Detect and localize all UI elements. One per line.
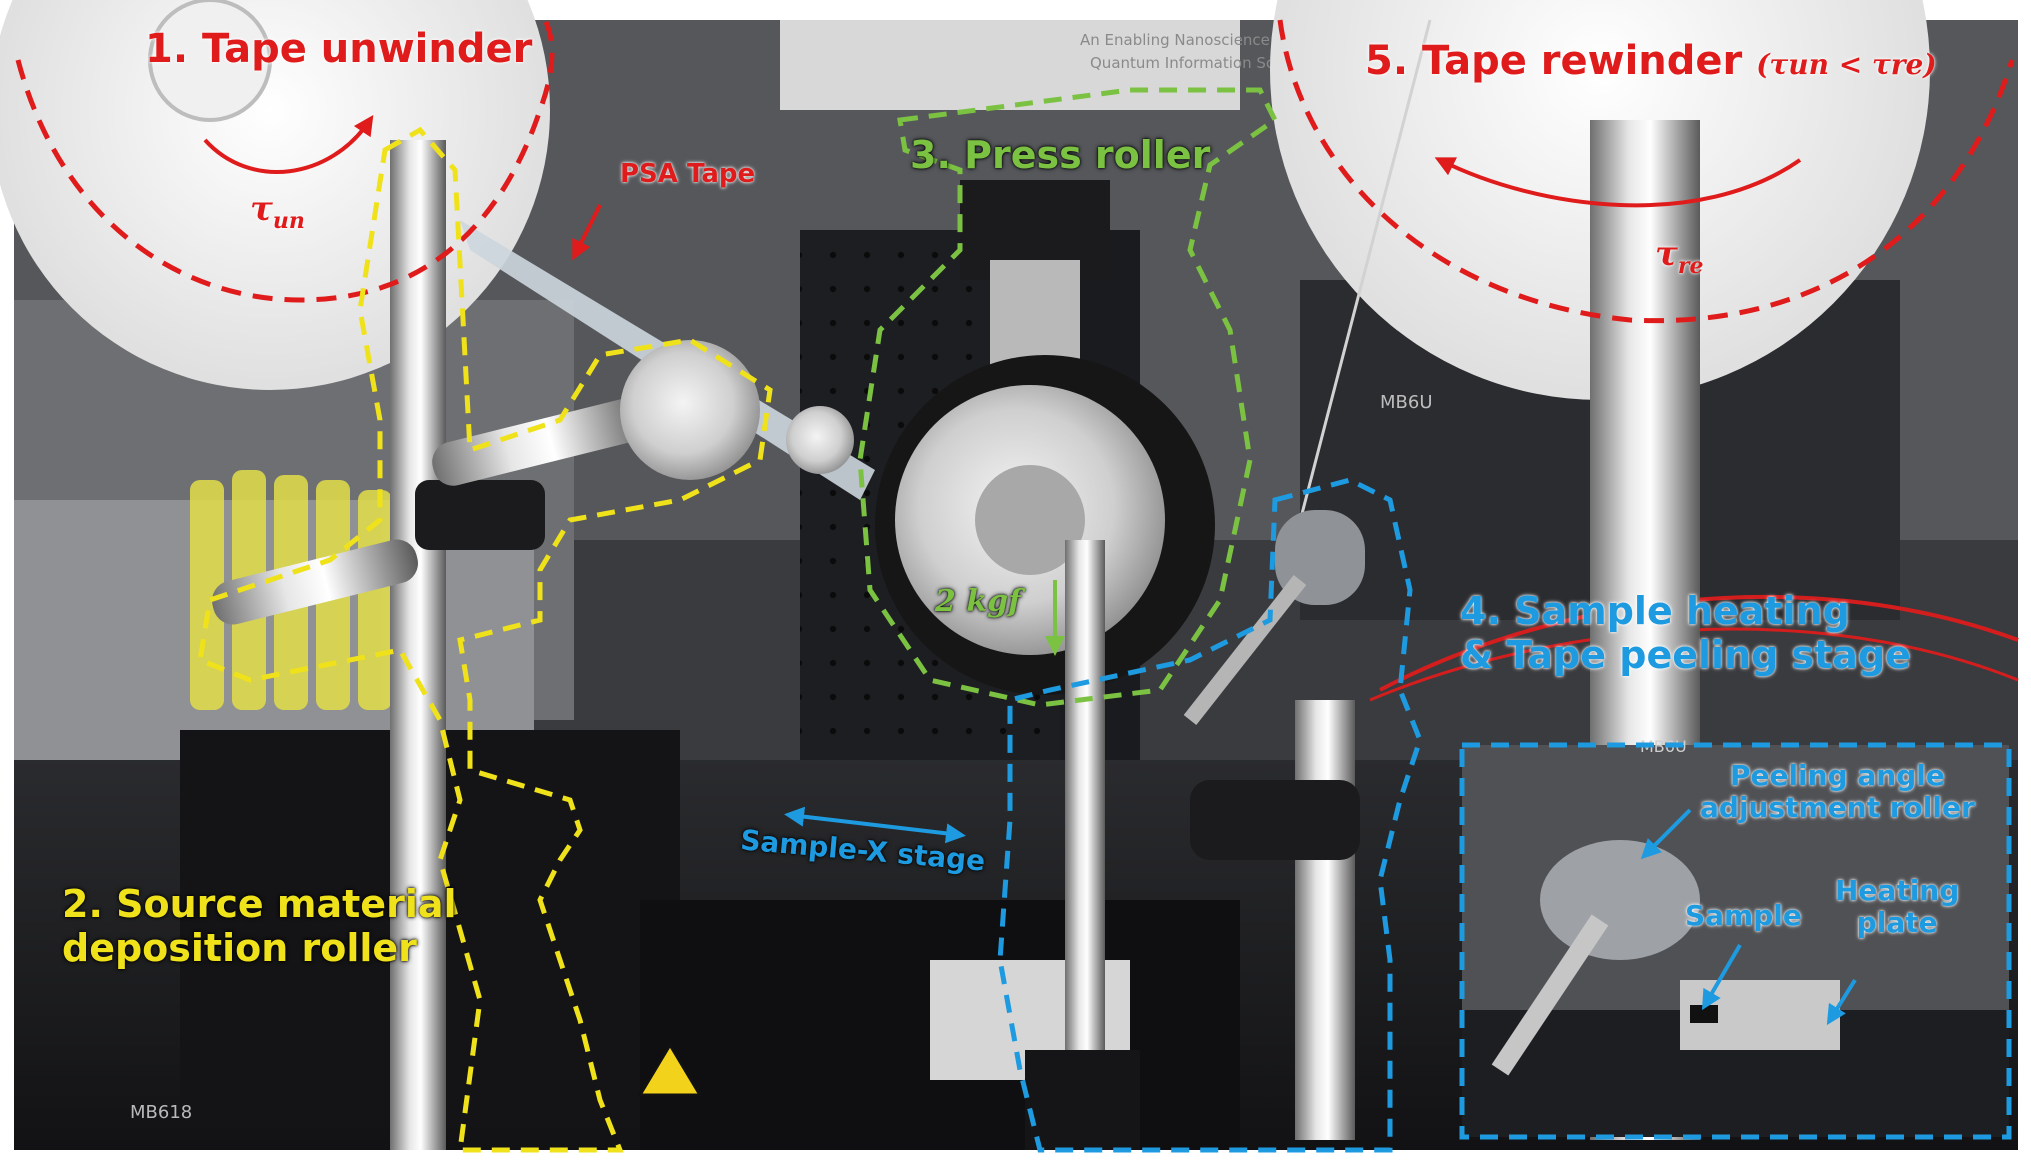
rewinder-outline — [1277, 19, 2015, 324]
peeling-stage-label: 4. Sample heating & Tape peeling stage — [1460, 589, 1911, 677]
heating-plate-label: Heating plate — [1835, 874, 1960, 940]
sample-arrow — [1701, 943, 1742, 1011]
peeling-roller-arrow — [1640, 808, 1692, 860]
peeling-stage-outline — [997, 477, 1423, 1153]
psa-tape-label: PSA Tape — [620, 159, 756, 189]
press-roller-outline — [857, 87, 1279, 708]
sample-label: Sample — [1685, 899, 1802, 932]
force-label: 2 kgf — [935, 584, 1021, 619]
thorlabs-mark: MB618 — [130, 1102, 192, 1123]
poster-text: Quantum Information Science — [1090, 54, 1315, 72]
tau-re-label: τre — [1655, 234, 1704, 279]
inset-frame — [1459, 742, 2012, 1140]
source-roller-outline — [197, 126, 773, 1153]
peeling-roller-label: Peeling angle adjustment roller — [1700, 759, 1975, 825]
rewinder-rotation-arrow — [1434, 157, 1802, 208]
thorlabs-mark: MB6U — [1640, 737, 1687, 756]
sample-x-arrow — [784, 806, 966, 844]
unwinder-rotation-arrow — [203, 115, 374, 174]
thorlabs-mark: MB6U — [1380, 392, 1433, 413]
heating-plate-arrow — [1826, 978, 1857, 1026]
rewinder-condition: (τun < τre) — [1756, 48, 1937, 81]
unwinder-outline — [15, 18, 555, 303]
press-roller-label: 3. Press roller — [910, 133, 1211, 177]
tau-un-label: τun — [250, 189, 305, 234]
psa-tape-arrow — [572, 204, 602, 261]
tape-rewinder-label: 5. Tape rewinder (τun < τre) — [1365, 38, 1937, 84]
source-roller-label: 2. Source material deposition roller — [62, 882, 457, 970]
tape-unwinder-label: 1. Tape unwinder — [145, 26, 533, 72]
